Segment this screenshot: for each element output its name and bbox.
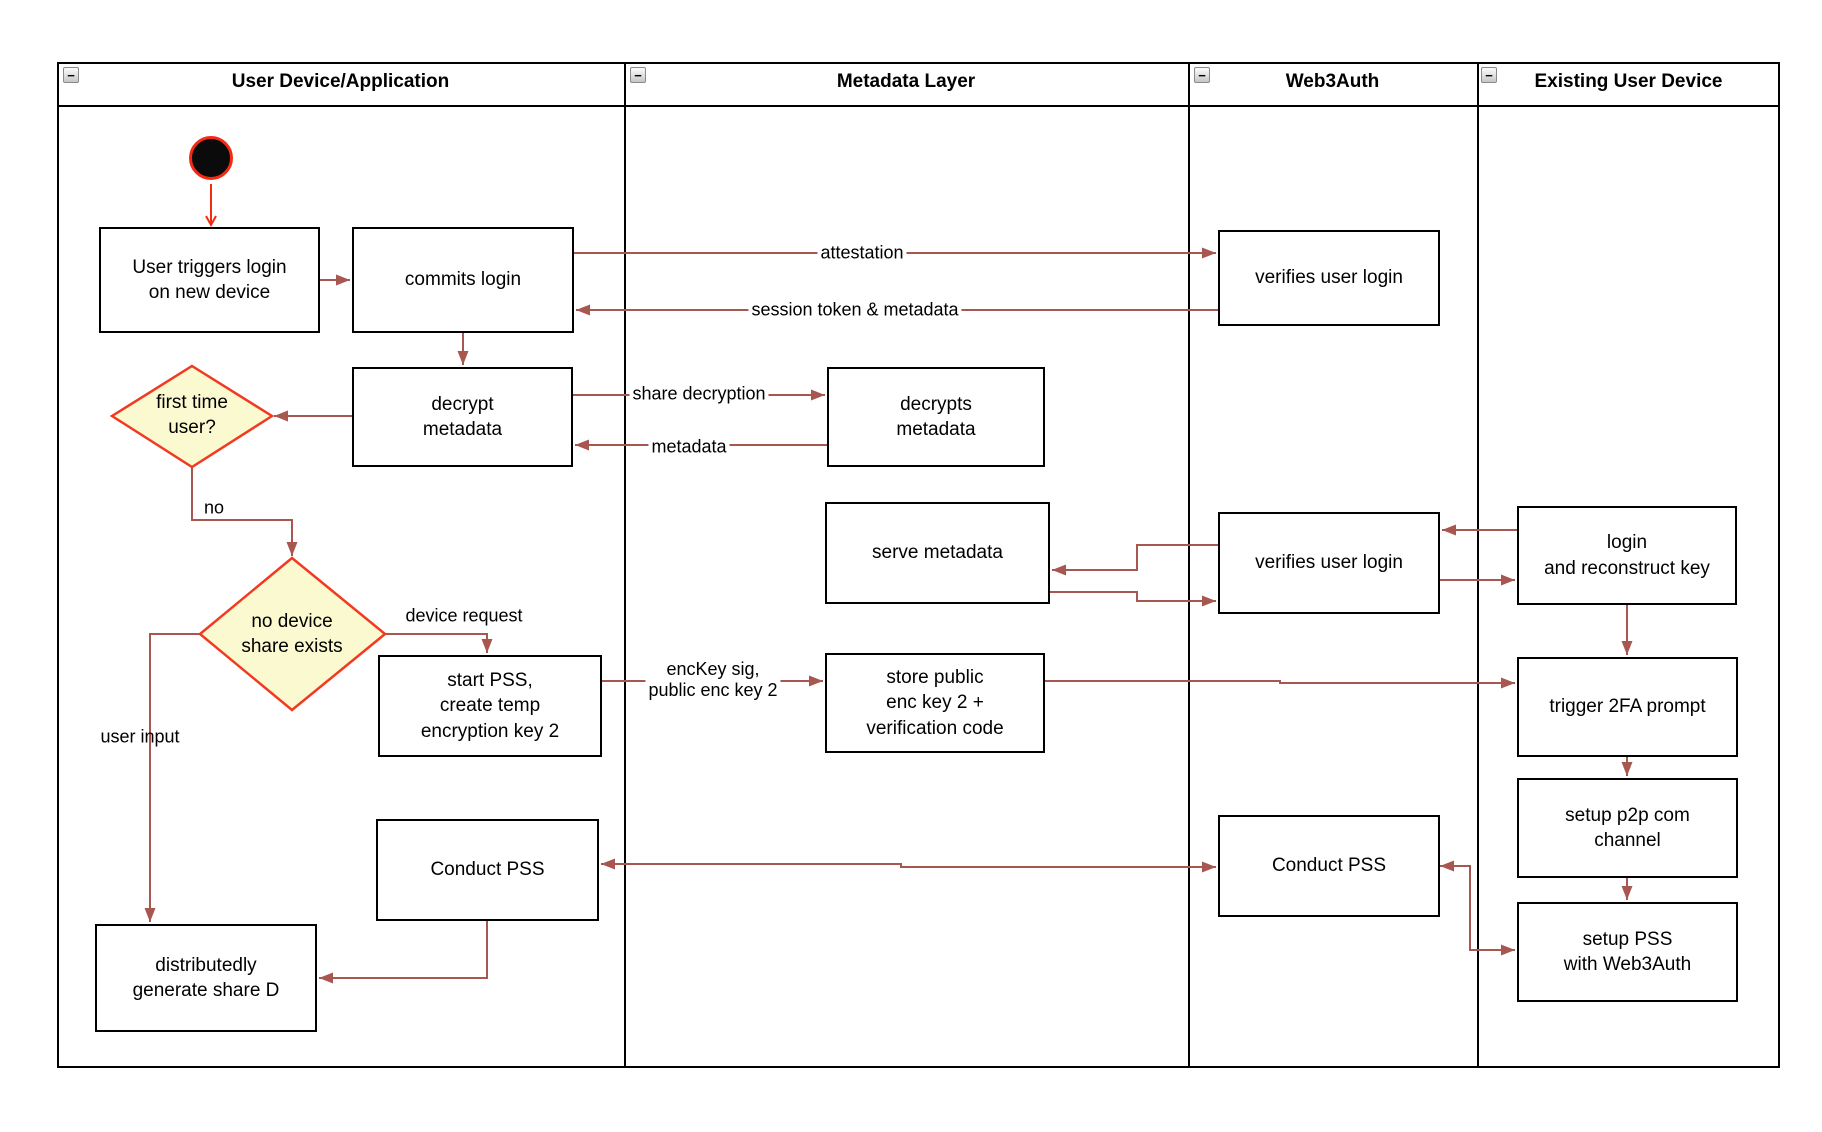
node-trigger-2fa-prompt: trigger 2FA prompt <box>1517 657 1738 757</box>
decision-first-time-user <box>109 364 275 469</box>
node-user-triggers-login: User triggers login on new device <box>99 227 320 333</box>
decision-no-device-share <box>198 556 387 712</box>
lane-title-existing-device: Existing User Device <box>1534 71 1723 92</box>
edge-store-to-2fa <box>1045 677 1515 689</box>
decision-label-first-time-user: first time user? <box>156 392 228 438</box>
node-serve-metadata: serve metadata <box>825 502 1050 604</box>
header-divider <box>57 105 1780 107</box>
edge-verify-to-serve <box>1052 544 1218 576</box>
edge-device-request <box>385 633 493 653</box>
edge-label-share-decryption: share decryption <box>629 383 769 405</box>
lane-divider-3 <box>1477 62 1479 1068</box>
node-commits-login: commits login <box>352 227 574 333</box>
start-node <box>189 136 233 180</box>
node-decrypt-metadata: decrypt metadata <box>352 367 573 467</box>
edge-conduct-pss-link <box>601 858 1216 873</box>
node-login-reconstruct-key: login and reconstruct key <box>1517 506 1737 605</box>
edge-label-no: no <box>203 497 225 518</box>
edge-user-input <box>144 633 200 922</box>
edge-label-enckey: encKey sig, public enc key 2 <box>645 658 781 702</box>
node-setup-pss-web3auth: setup PSS with Web3Auth <box>1517 902 1738 1002</box>
node-generate-share-d: distributedly generate share D <box>95 924 317 1032</box>
node-conduct-pss-user: Conduct PSS <box>376 819 599 921</box>
edge-serve-to-verify <box>1050 591 1216 607</box>
node-decrypts-metadata: decrypts metadata <box>827 367 1045 467</box>
lane-divider-2 <box>1188 62 1190 1068</box>
collapse-minus-icon[interactable]: − <box>1194 67 1210 83</box>
node-setup-p2p-channel: setup p2p com channel <box>1517 778 1738 878</box>
collapse-minus-icon[interactable]: − <box>1481 67 1497 83</box>
edge-conduct-setup-link <box>1440 860 1515 956</box>
edge-label-metadata: metadata <box>648 436 730 458</box>
node-conduct-pss-web3auth: Conduct PSS <box>1218 815 1440 917</box>
node-store-public-enc-key: store public enc key 2 + verification co… <box>825 653 1045 753</box>
edge-label-session-token: session token & metadata <box>748 299 962 321</box>
edge-label-user-input: user input <box>100 726 180 747</box>
edge-label-device-request: device request <box>402 605 526 627</box>
lane-title-web3auth: Web3Auth <box>1285 71 1380 92</box>
lane-title-user-device: User Device/Application <box>231 71 450 92</box>
lane-title-metadata-layer: Metadata Layer <box>836 71 976 92</box>
edge-label-attestation: attestation <box>817 242 907 264</box>
collapse-minus-icon[interactable]: − <box>63 67 79 83</box>
node-verifies-user-login-top: verifies user login <box>1218 230 1440 326</box>
node-start-pss: start PSS, create temp encryption key 2 <box>378 655 602 757</box>
edge-no-branch <box>191 467 298 556</box>
lane-divider-1 <box>624 62 626 1068</box>
collapse-minus-icon[interactable]: − <box>630 67 646 83</box>
node-verifies-user-login-mid: verifies user login <box>1218 512 1440 614</box>
edge-pss-to-shared <box>319 921 488 984</box>
decision-label-no-device-share: no device share exists <box>241 611 343 657</box>
